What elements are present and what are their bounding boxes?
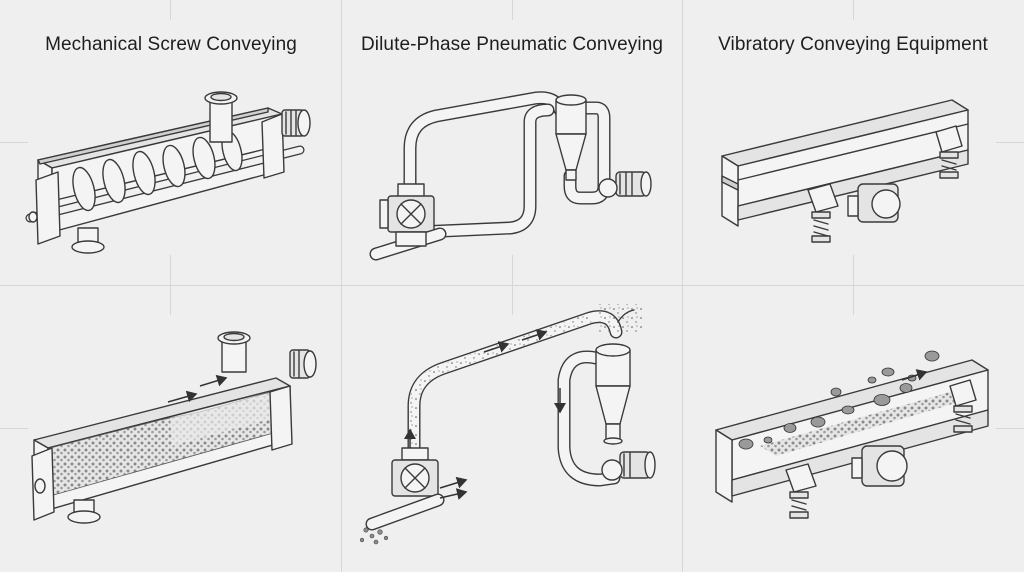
support-springs-lower xyxy=(785,379,977,519)
support-springs xyxy=(807,125,963,243)
grid-tick-v-mid xyxy=(512,0,513,20)
vibrator-motor xyxy=(847,183,901,223)
grid-tick-v-right xyxy=(853,0,854,20)
dust-plume xyxy=(598,304,644,334)
blower-motor xyxy=(598,171,652,198)
vibrator-motor-lower xyxy=(851,445,908,487)
blower-motor-lower xyxy=(601,451,656,481)
vibratory-conveyor-loaded-illustration xyxy=(715,350,989,519)
grid-line-v2 xyxy=(682,0,683,572)
pneumatic-conveyor-illustration xyxy=(369,91,652,261)
screw-conveyor-illustration xyxy=(25,91,311,254)
grid-tick-v-right-low xyxy=(853,255,854,315)
panel-title-vibratory: Vibratory Conveying Equipment xyxy=(718,34,988,55)
bulk-material xyxy=(738,350,966,456)
grid-tick-h-left-low xyxy=(0,428,28,429)
grid-tick-v-mid-low xyxy=(512,255,513,315)
cyclone-separator-lower xyxy=(595,343,631,445)
grid-tick-v-left-low xyxy=(170,255,171,315)
panel-title-pneumatic: Dilute-Phase Pneumatic Conveying xyxy=(360,34,664,55)
grid-tick-h-right-low xyxy=(996,428,1024,429)
screw-conveyor-loaded-illustration xyxy=(31,331,317,524)
panel-title-screw: Mechanical Screw Conveying xyxy=(45,34,297,55)
vibratory-conveyor-illustration xyxy=(721,99,969,243)
grid-tick-h-right xyxy=(996,142,1024,143)
rotary-valve-lower xyxy=(391,447,439,497)
pneumatic-conveyor-flow-illustration xyxy=(359,304,656,545)
rotary-valve xyxy=(379,183,435,233)
grid-tick-h-left xyxy=(0,142,28,143)
grid-tick-v-left xyxy=(170,0,171,20)
cyclone-separator xyxy=(555,94,587,181)
spilled-granules xyxy=(359,527,389,545)
grid-line-v1 xyxy=(341,0,342,572)
